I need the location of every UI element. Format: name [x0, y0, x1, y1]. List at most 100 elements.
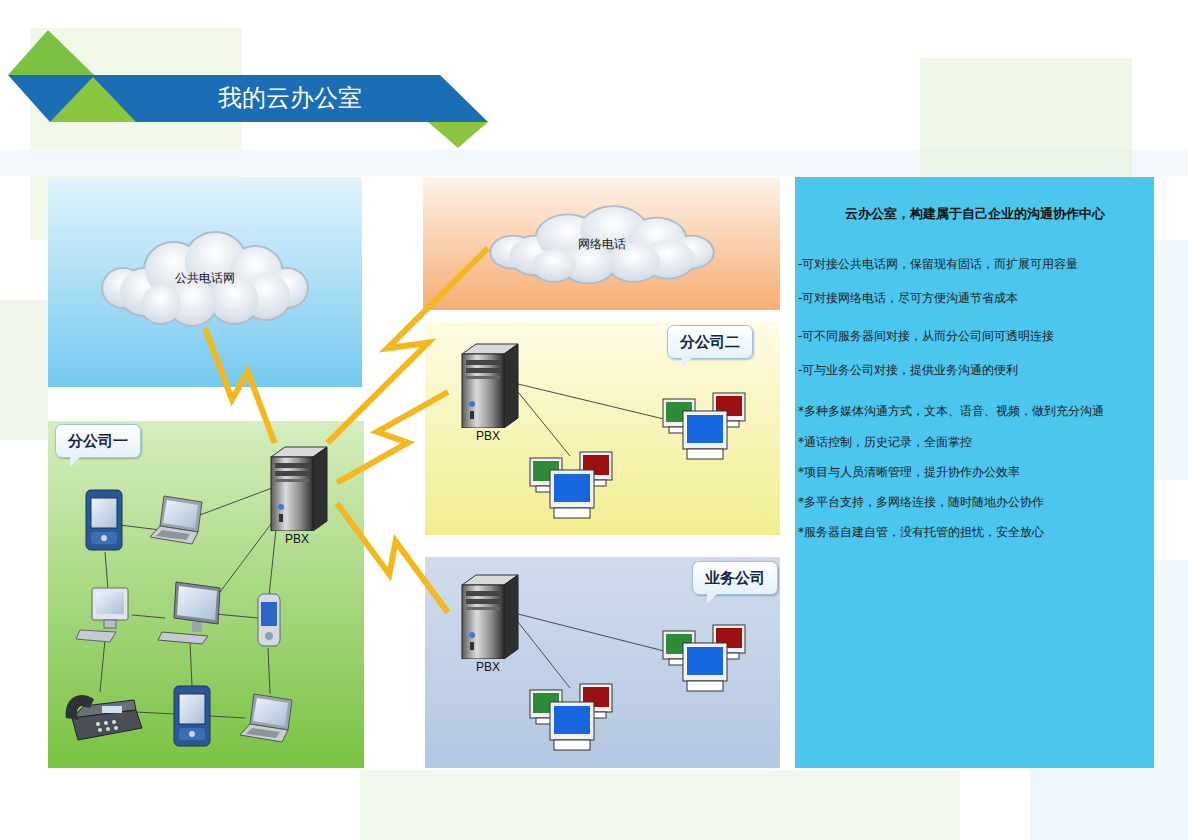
office-devices-part-part	[261, 602, 277, 626]
device-wires-part	[135, 712, 175, 714]
server-icon-part	[470, 642, 474, 650]
branch-panel: 分公司二 PBX	[425, 322, 780, 535]
panel-fills	[48, 177, 780, 768]
office-devices-part-part	[92, 588, 128, 620]
title-banner-part	[428, 122, 488, 148]
title-banner-part	[8, 30, 94, 75]
office-devices-part-part	[114, 726, 118, 730]
info-heading: 云办公室，构建属于自己企业的沟通协作中心	[798, 205, 1151, 255]
device-wires-part	[269, 529, 276, 596]
server-icon-part	[275, 463, 309, 468]
computer-clusters-part	[530, 452, 612, 518]
computer-clusters-part	[530, 684, 612, 750]
page-title: 我的云办公室	[170, 81, 410, 115]
device-wires-part	[100, 640, 105, 692]
panel-callout: 分公司一	[55, 424, 141, 458]
device-wires-part	[518, 384, 668, 420]
lightning-link	[337, 392, 448, 483]
server-icon-part	[275, 479, 309, 482]
office-devices-part	[86, 490, 122, 550]
office-devices-part	[76, 588, 128, 642]
server-label: PBX	[476, 428, 500, 444]
panel-fills-part	[48, 421, 364, 768]
panel-fills-part	[423, 177, 780, 310]
server-label: PBX	[476, 659, 500, 675]
lightning-links	[205, 248, 488, 612]
cloud-label: 公共电话网	[175, 270, 235, 286]
office-devices-part-part	[112, 720, 116, 724]
title-banner-part	[8, 75, 488, 122]
info-bullet: -可对接网络电话，尽可方便沟通节省成本	[798, 289, 1151, 327]
page-ground-part	[360, 770, 960, 840]
lightning-link	[205, 328, 275, 443]
server-icon-part	[466, 607, 500, 610]
panel-fills-part	[425, 557, 780, 768]
office-devices-part	[66, 695, 142, 740]
cloud-label: 网络电话	[578, 236, 626, 252]
branch-panel: 分公司一 PBX	[48, 421, 364, 768]
server-icon-part	[278, 504, 284, 510]
server-icon-part	[504, 344, 518, 428]
office-devices-part	[174, 686, 210, 746]
server-icon-part	[466, 376, 500, 379]
page-ground-part	[1154, 240, 1188, 480]
title-banner	[8, 30, 488, 148]
cloud-outline	[102, 232, 308, 326]
office-devices-part-part	[106, 727, 110, 731]
cloud-fill-part	[141, 285, 181, 323]
info-panel: 云办公室，构建属于自己企业的沟通协作中心-可对接公共电话网，保留现有固话，而扩展…	[795, 177, 1154, 768]
panel-callout: 业务公司	[692, 561, 778, 595]
device-wires-part	[120, 525, 160, 530]
office-devices-part	[258, 594, 280, 646]
cloud-fill-part	[532, 250, 575, 281]
panel-fills-part	[48, 177, 362, 387]
device-wires-part	[215, 614, 258, 618]
pbx-server: PBX	[448, 340, 528, 444]
server-icon	[257, 443, 337, 531]
server-icon-part	[466, 360, 500, 365]
device-wires-part	[518, 622, 570, 688]
office-devices-part-part	[177, 586, 217, 620]
cloud-fill	[491, 207, 712, 282]
device-wires-part	[105, 552, 108, 590]
office-devices-part-part	[102, 706, 122, 713]
office-devices-part-part	[76, 630, 116, 642]
server-icon-part	[470, 411, 474, 419]
server-icon-part	[469, 632, 475, 638]
server-icon	[448, 571, 528, 659]
server-icon-part	[469, 401, 475, 407]
office-devices-part-part	[174, 582, 220, 624]
page-ground-part	[0, 300, 48, 440]
pbx-server: PBX	[448, 571, 528, 675]
info-bullet: *项目与人员清晰管理，提升协作办公效率	[798, 463, 1151, 493]
info-bullet: *多平台支持，多网络连接，随时随地办公协作	[798, 493, 1151, 523]
cloud-outline	[490, 206, 713, 283]
info-bullet: *通话控制，历史记录，全面掌控	[798, 433, 1151, 463]
office-devices-part-part	[98, 728, 102, 732]
office-devices-part	[158, 582, 220, 644]
server-icon-part	[504, 575, 518, 659]
panel-callout: 分公司二	[667, 325, 753, 359]
cloud-node: 公共电话网	[100, 228, 310, 328]
office-devices-part-part	[158, 632, 208, 644]
panel-fills-part	[425, 322, 780, 535]
device-wires-part	[132, 615, 165, 618]
office-devices-part-part	[104, 620, 116, 628]
info-bullet: *多种多媒体沟通方式，文本、语音、视频，做到充分沟通	[798, 402, 1151, 433]
office-devices-part-part	[265, 632, 273, 640]
office-devices-part-part	[72, 710, 142, 740]
info-bullet: -可与业务公司对接，提供业务沟通的便利	[798, 361, 1151, 402]
device-wires-part	[190, 642, 192, 686]
device-wires-part	[200, 488, 272, 515]
office-devices-part-part	[96, 722, 100, 726]
info-bullet: *服务器自建自管，没有托管的担忧，安全放心	[798, 523, 1151, 541]
computer-clusters-part	[663, 393, 745, 459]
server-icon-part	[279, 514, 283, 522]
office-devices-part-part	[96, 592, 124, 614]
device-wires-part	[518, 392, 570, 456]
pbx-server: PBX	[257, 443, 337, 547]
server-icon-part	[271, 457, 313, 531]
